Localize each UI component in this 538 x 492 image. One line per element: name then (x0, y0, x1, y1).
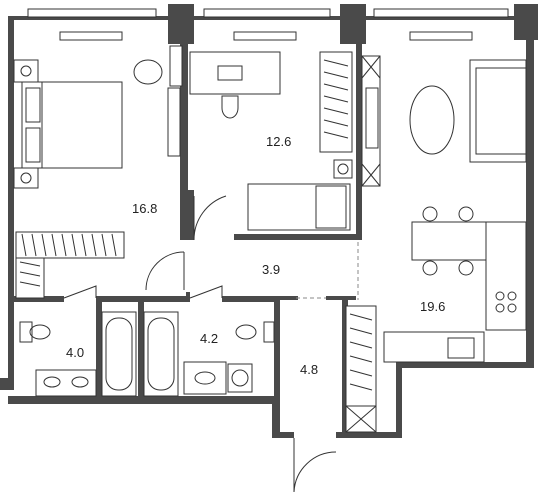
living-kitchen-furniture (361, 55, 527, 363)
area-label-bedroom-1: 16.8 (132, 201, 157, 216)
bathroom-2-fixtures (143, 311, 275, 397)
area-label-entrance-hall: 4.8 (300, 362, 318, 377)
area-label-bathroom-1: 4.0 (66, 345, 84, 360)
area-label-living-kitchen: 19.6 (420, 299, 445, 314)
outer-walls (0, 4, 538, 438)
bedroom-1-furniture (13, 45, 183, 299)
doors (63, 195, 337, 492)
area-label-bedroom-2: 12.6 (266, 134, 291, 149)
bedroom-2-furniture (189, 51, 353, 231)
area-label-hallway: 3.9 (262, 262, 280, 277)
entrance-fixtures (345, 305, 377, 433)
room-labels: 16.8 12.6 3.9 19.6 4.0 4.2 4.8 (66, 134, 445, 377)
windows (27, 8, 509, 41)
dashed-dividers (296, 242, 359, 300)
bathroom-1-fixtures (19, 311, 137, 397)
interior-walls (14, 44, 362, 436)
area-label-bathroom-2: 4.2 (200, 331, 218, 346)
